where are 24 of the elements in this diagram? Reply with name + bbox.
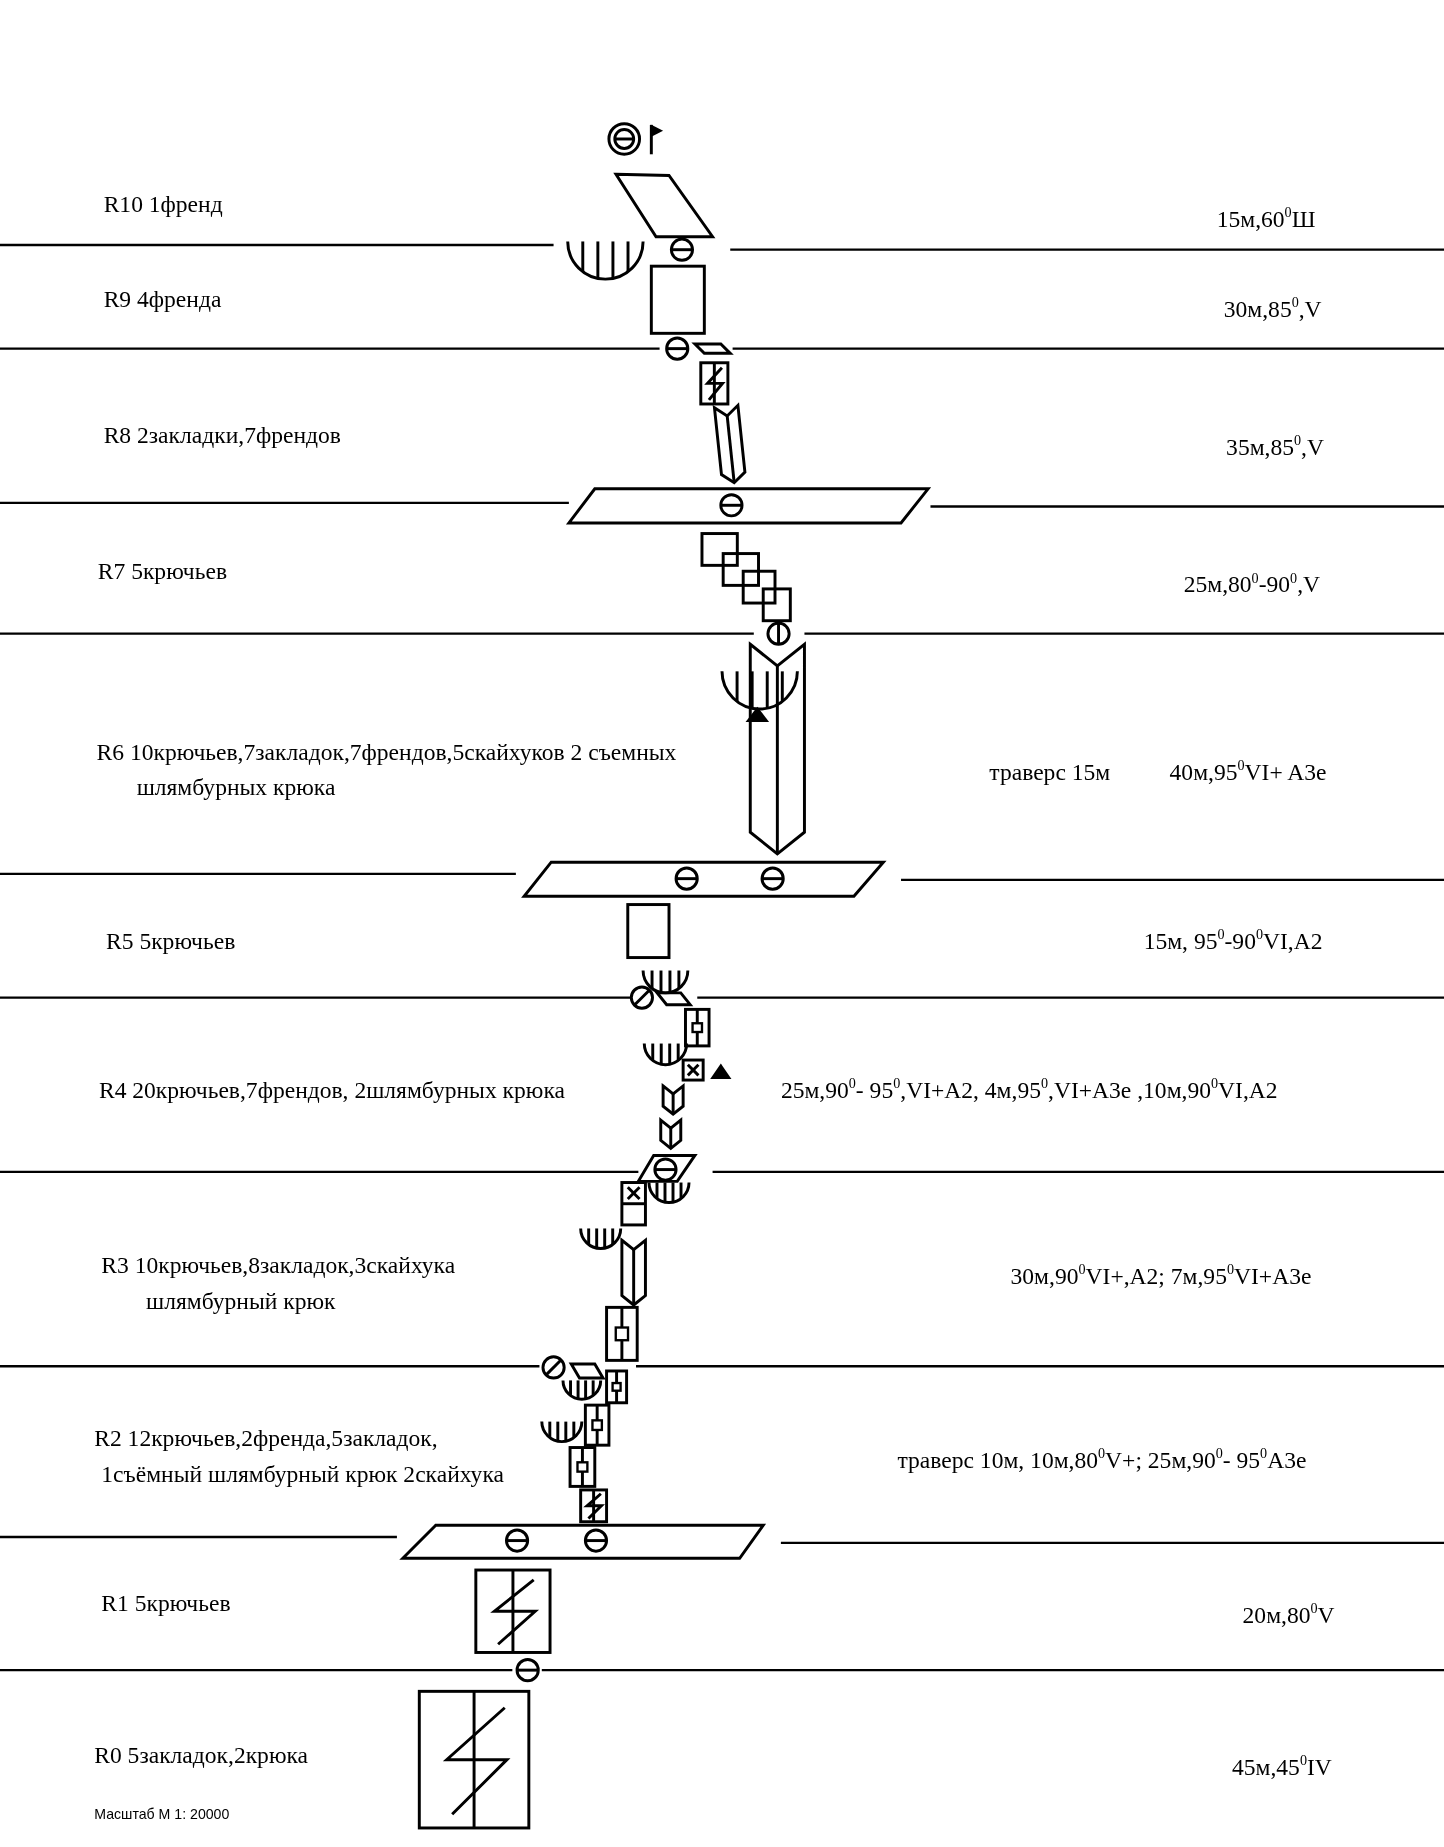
pitch-label: R6 10крючьев,7закладок,7френдов,5скайхуков 2 съемных шлямбурных крюка xyxy=(96,737,678,802)
pitch-label: R2 12крючьев,2френда,5закладок, 1съёмный шлямбурный крюк 2скайхука xyxy=(94,1424,505,1489)
pitch-label: R0 5закладок,2крюка xyxy=(94,1741,309,1770)
pitch-label: R9 4френда xyxy=(103,285,222,315)
pitch-label: 40м,95$^{0}$VI+ A3e xyxy=(1169,755,1327,787)
pitch-label: 30м,85$^{0}$,V xyxy=(1223,293,1322,324)
pitch-label: R3 10крючьев,8закладок,3скайхука шлямбурный крюк xyxy=(101,1251,457,1316)
pitch-label: 15м,60$^{0}$Ш xyxy=(1216,203,1316,235)
pitch-label: R7 5крючьев xyxy=(97,557,227,587)
scale-note: Масштаб М 1: 20000 xyxy=(94,1805,230,1823)
pitch-label: 15м, 95$^{0}$-90$^{0}$VI,A2 xyxy=(1143,925,1323,957)
pitch-label: траверс 10м, 10м,80$^{0}$V+; 25м,90$^{0}$- 95$^{0}$A3e xyxy=(897,1443,1307,1475)
pitch-label: 20м,80$^{0}$V xyxy=(1242,1599,1335,1630)
pitch-label: 30м,90$^{0}$VI+,A2; 7м,95$^{0}$VI+A3e xyxy=(1010,1260,1312,1291)
pitch-label: R4 20крючьев,7френдов, 2шлямбурных крюка xyxy=(98,1075,565,1105)
pitch-label: R8 2закладки,7френдов xyxy=(103,420,341,450)
pitch-label: 45м,45$^{0}$IV xyxy=(1232,1751,1332,1782)
pitch-label: R5 5крючьев xyxy=(106,927,236,957)
pitch-label: R1 5крючьев xyxy=(101,1589,231,1618)
pitch-label: 35м,85$^{0}$,V xyxy=(1226,430,1324,462)
pitch-label: R10 1френд xyxy=(103,189,223,219)
pitch-label: 25м,90$^{0}$- 95$^{0}$,VI+A2, 4м,95$^{0}$,VI+A3e ,10м,90$^{0}$VI,A2 xyxy=(780,1073,1278,1105)
pitch-label: 25м,80$^{0}$-90$^{0}$,V xyxy=(1183,568,1321,600)
pitch-label: траверс 15м xyxy=(989,757,1111,787)
